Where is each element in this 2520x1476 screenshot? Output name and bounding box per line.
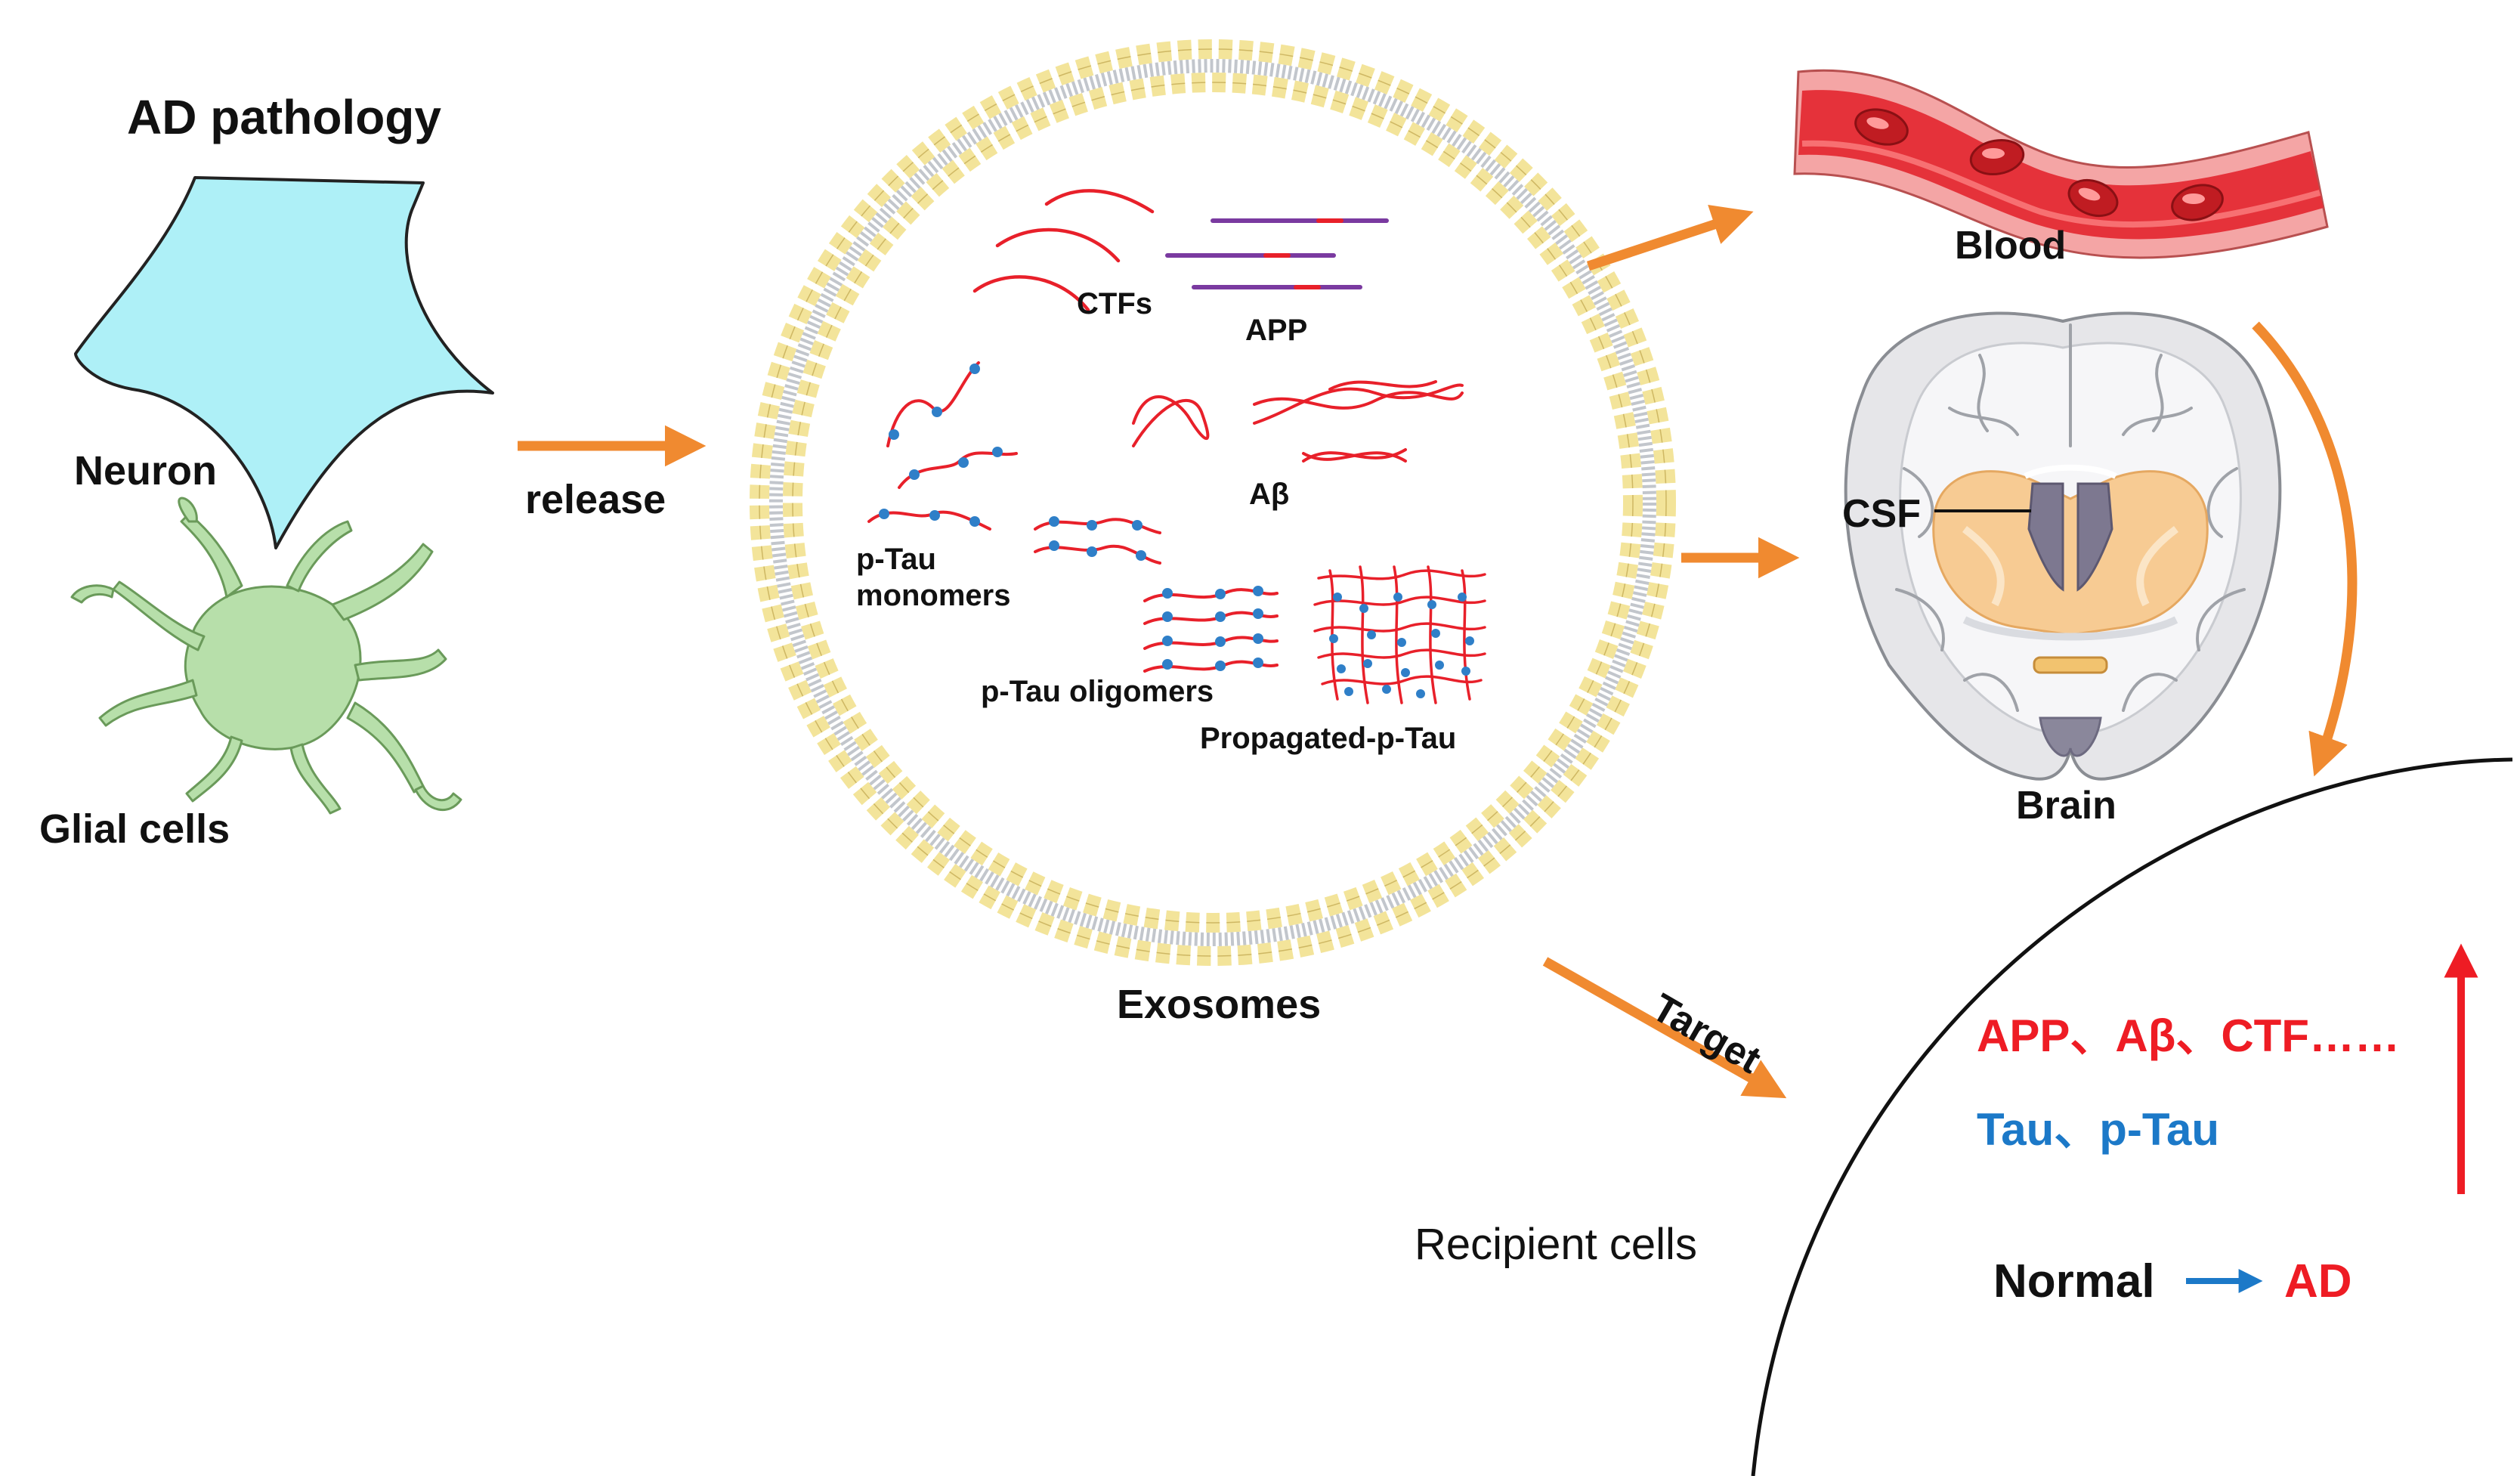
ptau-monomers-glyph bbox=[867, 361, 1018, 531]
elevated-markers-blue: Tau、p-Tau bbox=[1977, 1104, 2220, 1155]
glial-cell bbox=[70, 497, 462, 815]
neuron-label: Neuron bbox=[74, 448, 217, 494]
glial-cells-label: Glial cells bbox=[39, 806, 230, 852]
abeta-glyph bbox=[1132, 380, 1464, 463]
ptau-oligomers-label: p-Tau oligomers bbox=[981, 675, 1214, 708]
abeta-label: Aβ bbox=[1249, 478, 1290, 511]
ctfs-label: CTFs bbox=[1077, 287, 1152, 320]
ptau-monomers-label-line1: p-Tau bbox=[856, 543, 936, 576]
title-ad-pathology: AD pathology bbox=[127, 90, 441, 144]
arrow-to-blood bbox=[1586, 205, 1754, 271]
csf-label: CSF bbox=[1842, 492, 1921, 536]
ctfs-glyph bbox=[972, 189, 1155, 312]
ptau-oligomers-glyph bbox=[1143, 586, 1279, 673]
elevated-markers-red: APP、Aβ、CTF…… bbox=[1977, 1010, 2400, 1061]
neuron-cell bbox=[74, 176, 494, 549]
exosomes-label: Exosomes bbox=[1117, 982, 1322, 1027]
release-label: release bbox=[525, 477, 666, 522]
target-arrow bbox=[1542, 957, 1787, 1099]
normal-label: Normal bbox=[1993, 1255, 2155, 1307]
blood-vessel bbox=[1793, 69, 2329, 259]
recipient-cells-label: Recipient cells bbox=[1415, 1220, 1697, 1269]
recipient-cell-membrane bbox=[1751, 757, 2513, 1476]
propagated-ptau-glyph bbox=[1313, 565, 1486, 704]
ptau-oligomer-pair-glyph bbox=[1034, 516, 1161, 565]
propagated-ptau-label: Propagated-p-Tau bbox=[1200, 722, 1457, 755]
exosome-membrane bbox=[750, 39, 1676, 966]
ad-label: AD bbox=[2284, 1255, 2352, 1307]
brain-label: Brain bbox=[2016, 784, 2116, 828]
app-glyph bbox=[1165, 218, 1389, 289]
arrow-brain-to-recipient bbox=[2252, 321, 2358, 777]
brain-section bbox=[1844, 311, 2282, 781]
app-label: APP bbox=[1245, 314, 1308, 347]
blood-label: Blood bbox=[1955, 224, 2067, 268]
ptau-monomers-label-line2: monomers bbox=[856, 579, 1011, 612]
